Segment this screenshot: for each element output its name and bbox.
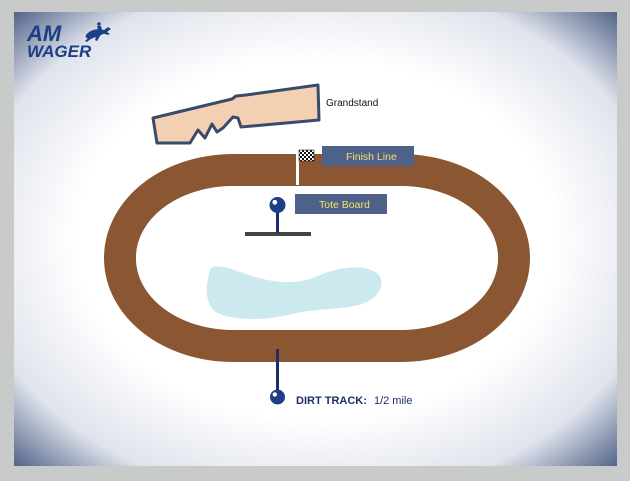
infield-lake	[206, 266, 382, 319]
tote-board-label-box	[295, 194, 387, 214]
horse-rider-icon	[85, 22, 111, 42]
tote-board-marker: Tote Board	[245, 194, 387, 236]
grandstand-building	[151, 83, 321, 145]
logo: AM WAGER	[26, 21, 111, 61]
logo-line-2: WAGER	[27, 42, 92, 61]
pin-icon	[269, 197, 286, 213]
tote-board-label: Tote Board	[319, 199, 370, 211]
checkered-flag-icon	[298, 149, 315, 162]
dirt-track-marker: DIRT TRACK: 1/2 mile	[270, 349, 412, 407]
finish-line-label-box	[322, 146, 414, 166]
finish-line-marker: Finish Line	[296, 146, 414, 185]
finish-line-label: Finish Line	[346, 151, 397, 163]
logo-line-1: AM	[26, 21, 62, 46]
dirt-track-caption: DIRT TRACK: 1/2 mile	[296, 395, 412, 407]
dirt-track-stem	[276, 349, 279, 391]
dirt-track-type: DIRT TRACK:	[296, 395, 367, 407]
grandstand-label: Grandstand	[326, 98, 378, 109]
dirt-track-length: 1/2 mile	[374, 395, 413, 407]
finish-line-post	[296, 150, 299, 185]
tote-board-base	[245, 232, 311, 236]
tote-board-stem	[276, 208, 279, 233]
pin-icon	[270, 389, 285, 405]
dirt-track-oval	[103, 154, 531, 362]
